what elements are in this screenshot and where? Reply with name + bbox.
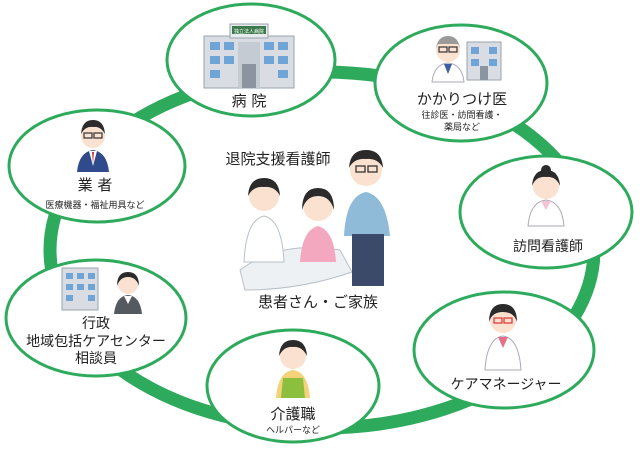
node-caregiver: 介護職 ヘルパーなど [205,328,381,444]
family-member-icon [344,150,390,286]
vendor-title: 業 者 [78,176,113,194]
caregiver-title: 介護職 [270,405,315,423]
family-doctor-sub1: 往診医・訪問看護・ [421,109,502,121]
patient-icon [300,188,336,262]
government-title2: 地域包括ケアセンター [26,334,166,350]
node-visiting-nurse: 訪問看護師 [458,154,634,270]
node-vendor: 業 者 医療機器・福祉用具など [7,108,187,224]
government-title3: 相談員 [75,351,117,367]
caregiver-icon [276,340,310,398]
care-manager-icon [484,304,522,371]
center-group: 退院支援看護師 患者さん・ご家族 [225,150,390,311]
center-subtitle: 患者さん・ご家族 [258,293,378,311]
businessman-icon [77,120,109,172]
care-manager-title: ケアマネージャー [450,377,561,393]
office-building-icon [61,267,99,311]
caregiver-sub: ヘルパーなど [266,425,320,436]
nurse-icon [527,165,565,227]
hospital-title: 病 院 [232,92,267,110]
node-government: 行政 地域包括ケアセンター 相談員 [4,258,188,378]
hospital-building-icon: 独立法人病院 [203,23,295,89]
family-doctor-title: かかりつけ医 [417,90,507,108]
vendor-sub: 医療機器・福祉用具など [45,199,144,211]
center-title: 退院支援看護師 [225,150,330,168]
support-nurse-icon [243,178,285,263]
doctor-icon [431,36,465,83]
node-hospital: 独立法人病院 病 院 [165,2,337,118]
hospital-sign: 独立法人病院 [234,28,264,35]
family-doctor-sub2: 薬局など [444,121,480,133]
office-worker-icon [114,272,142,314]
node-care-manager: ケアマネージャー [412,290,596,410]
government-title1: 行政 [82,316,110,332]
node-family-doctor: かかりつけ医 往診医・訪問看護・ 薬局など [373,23,549,143]
visiting-nurse-title: 訪問看護師 [513,239,583,255]
clinic-building-icon [466,41,502,81]
